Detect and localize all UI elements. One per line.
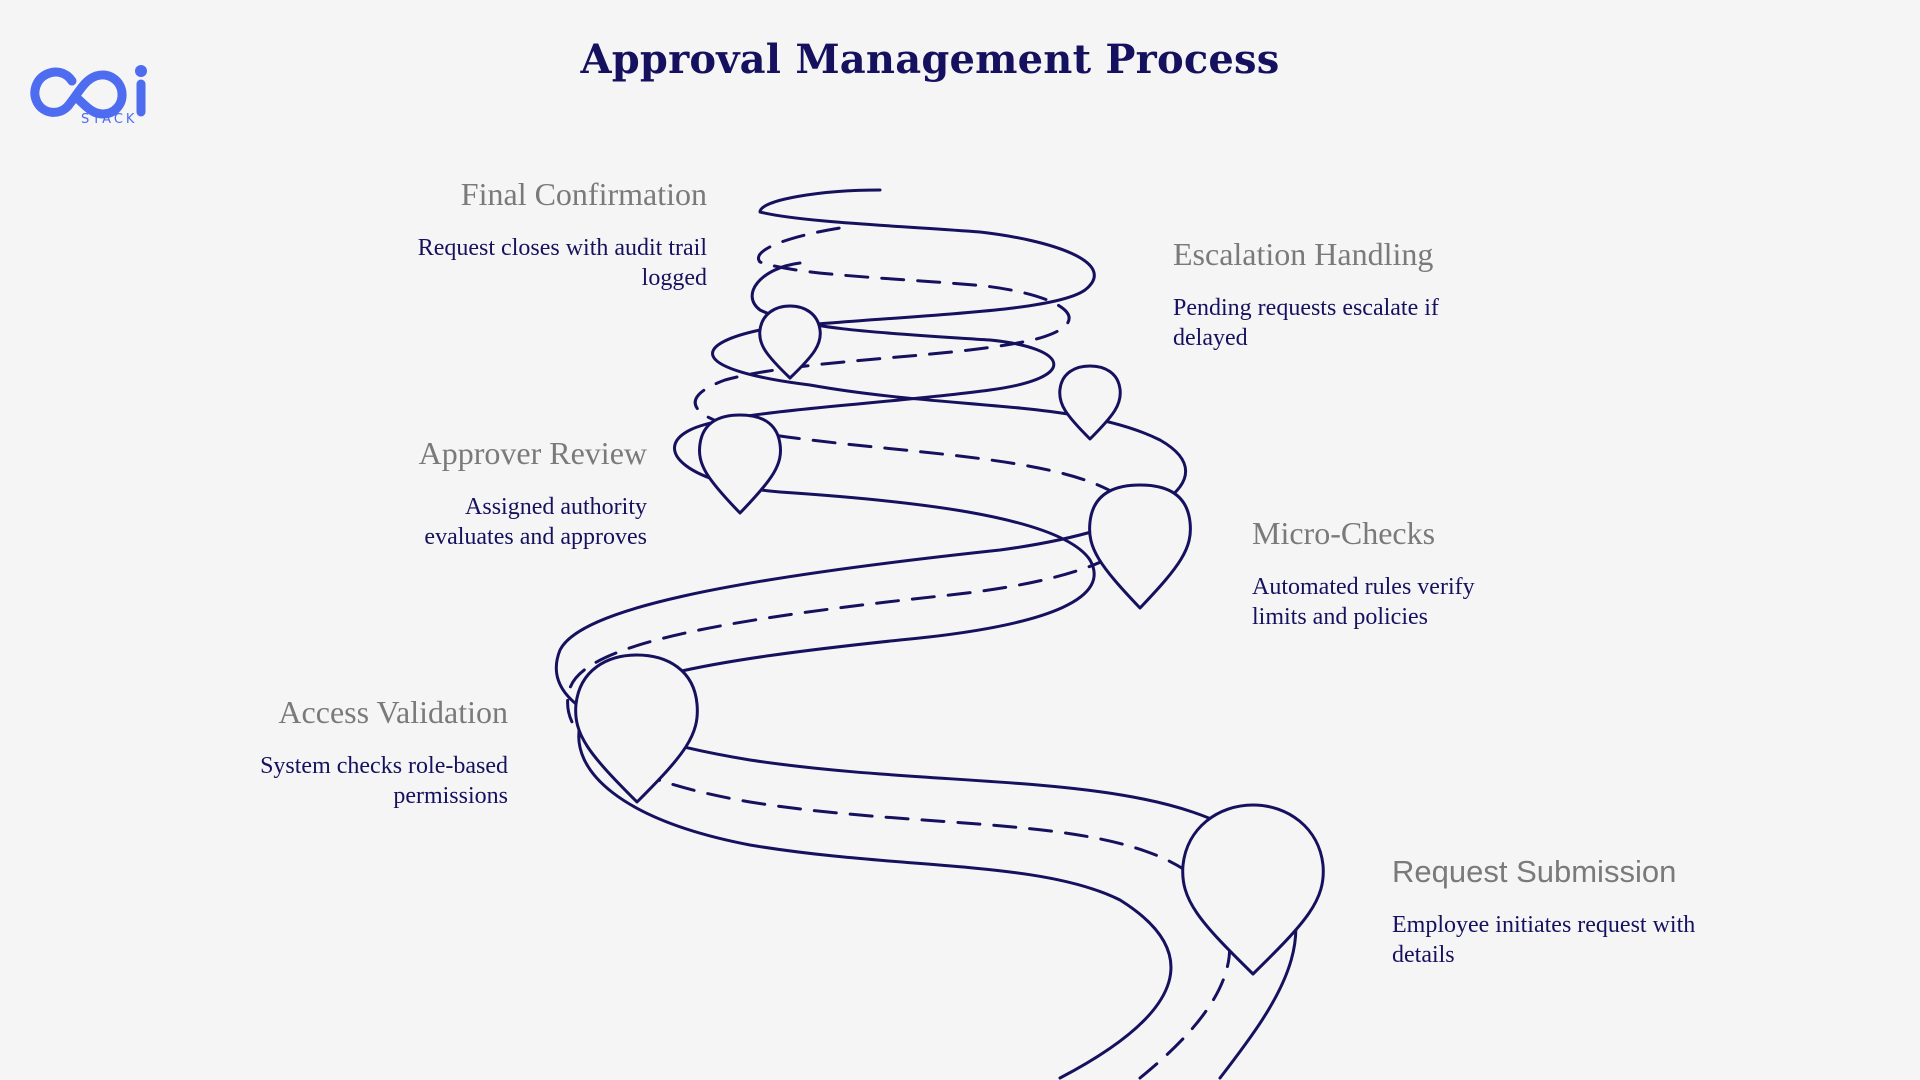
step-title: Final Confirmation bbox=[460, 176, 707, 212]
logo-subtext: STACK bbox=[81, 112, 138, 127]
pin-access-validation bbox=[574, 653, 699, 804]
pin-approver-review bbox=[698, 413, 782, 515]
step-title: Request Submission bbox=[1392, 854, 1677, 889]
step-title: Escalation Handling bbox=[1173, 236, 1434, 272]
road-centerline bbox=[566, 226, 1232, 1080]
step-description: Automated rules verify limits and polici… bbox=[1252, 573, 1475, 630]
step-description: Employee initiates request with details bbox=[1392, 911, 1696, 968]
step-description: Pending requests escalate if delayed bbox=[1173, 294, 1439, 351]
step-approver-review: Approver Review Assigned authority evalu… bbox=[287, 435, 647, 552]
step-title: Access Validation bbox=[278, 694, 508, 730]
step-final-confirmation: Final Confirmation Request closes with a… bbox=[347, 176, 707, 293]
pin-final-confirmation bbox=[758, 304, 822, 380]
road-edge-outer bbox=[554, 188, 1298, 1080]
cai-logo-icon bbox=[30, 65, 147, 119]
step-escalation-handling: Escalation Handling Pending requests esc… bbox=[1173, 236, 1533, 353]
page-title: Approval Management Process bbox=[580, 36, 1280, 83]
step-micro-checks: Micro-Checks Automated rules verify limi… bbox=[1252, 515, 1612, 632]
pin-escalation-handling bbox=[1058, 364, 1122, 441]
pin-request-submission bbox=[1181, 803, 1325, 976]
step-description: Request closes with audit trail logged bbox=[417, 234, 707, 291]
pin-micro-checks bbox=[1088, 483, 1192, 610]
step-request-submission: Request Submission Employee initiates re… bbox=[1392, 854, 1752, 970]
step-title: Approver Review bbox=[418, 435, 647, 471]
step-description: Assigned authority evaluates and approve… bbox=[424, 493, 647, 550]
step-access-validation: Access Validation System checks role-bas… bbox=[148, 694, 508, 811]
step-description: System checks role-based permissions bbox=[260, 752, 508, 809]
step-title: Micro-Checks bbox=[1252, 515, 1436, 551]
road-edge-inner bbox=[577, 261, 1173, 1080]
